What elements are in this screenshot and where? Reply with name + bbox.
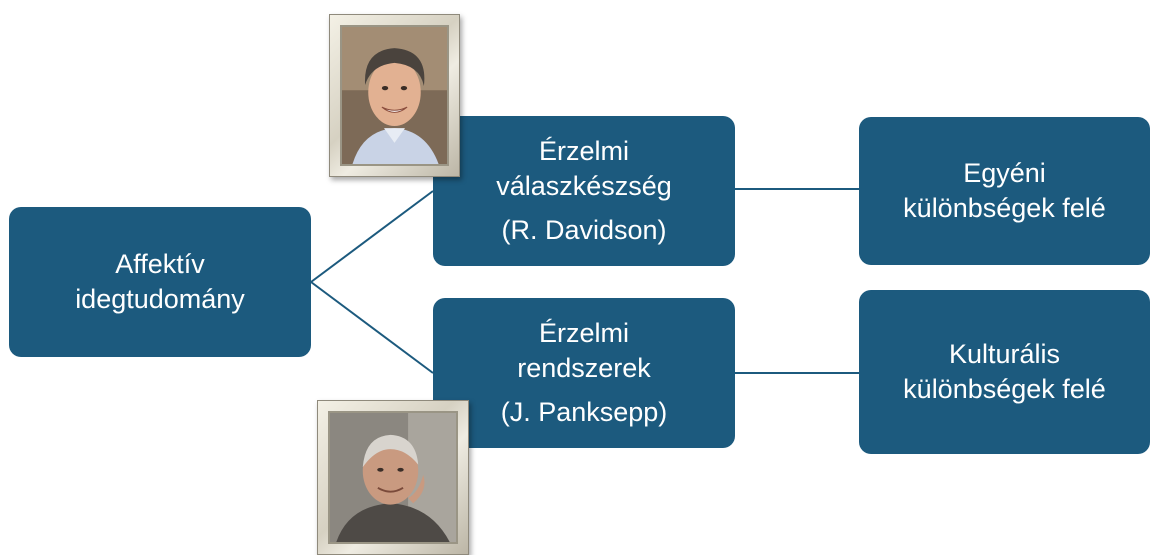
outcome-node-line1: Kulturális xyxy=(948,339,1061,370)
outcome-node-kulturalis: Kulturális különbségek felé xyxy=(859,290,1150,454)
panksepp-portrait-photo xyxy=(328,411,458,544)
branch-node-panksepp: Érzelmi rendszerek (J. Panksepp) xyxy=(433,298,735,448)
connector-root-panksepp xyxy=(310,281,434,374)
davidson-portrait-frame xyxy=(329,14,460,177)
branch-node-line1: Érzelmi xyxy=(538,136,629,167)
connector-root-davidson xyxy=(310,190,434,283)
davidson-portrait-photo xyxy=(340,25,449,166)
outcome-node-line1: Egyéni xyxy=(963,158,1046,189)
portrait-icon xyxy=(330,413,456,542)
portrait-icon xyxy=(342,27,447,164)
branch-node-line1: Érzelmi xyxy=(538,318,629,349)
outcome-node-line2: különbségek felé xyxy=(903,193,1106,223)
root-node-line2: idegtudomány xyxy=(75,284,245,314)
outcome-node-line2: különbségek felé xyxy=(903,374,1106,404)
branch-node-author: (R. Davidson) xyxy=(501,215,667,246)
root-node-line1: Affektív xyxy=(115,249,205,280)
outcome-node-egyeni: Egyéni különbségek felé xyxy=(859,117,1150,265)
panksepp-portrait-frame xyxy=(317,400,469,555)
root-node: Affektív idegtudomány xyxy=(9,207,311,357)
branch-node-davidson: Érzelmi válaszkészség (R. Davidson) xyxy=(433,116,735,266)
branch-node-line2: rendszerek xyxy=(517,352,651,383)
branch-node-author: (J. Panksepp) xyxy=(500,397,668,428)
branch-node-line2: válaszkészség xyxy=(496,170,672,201)
